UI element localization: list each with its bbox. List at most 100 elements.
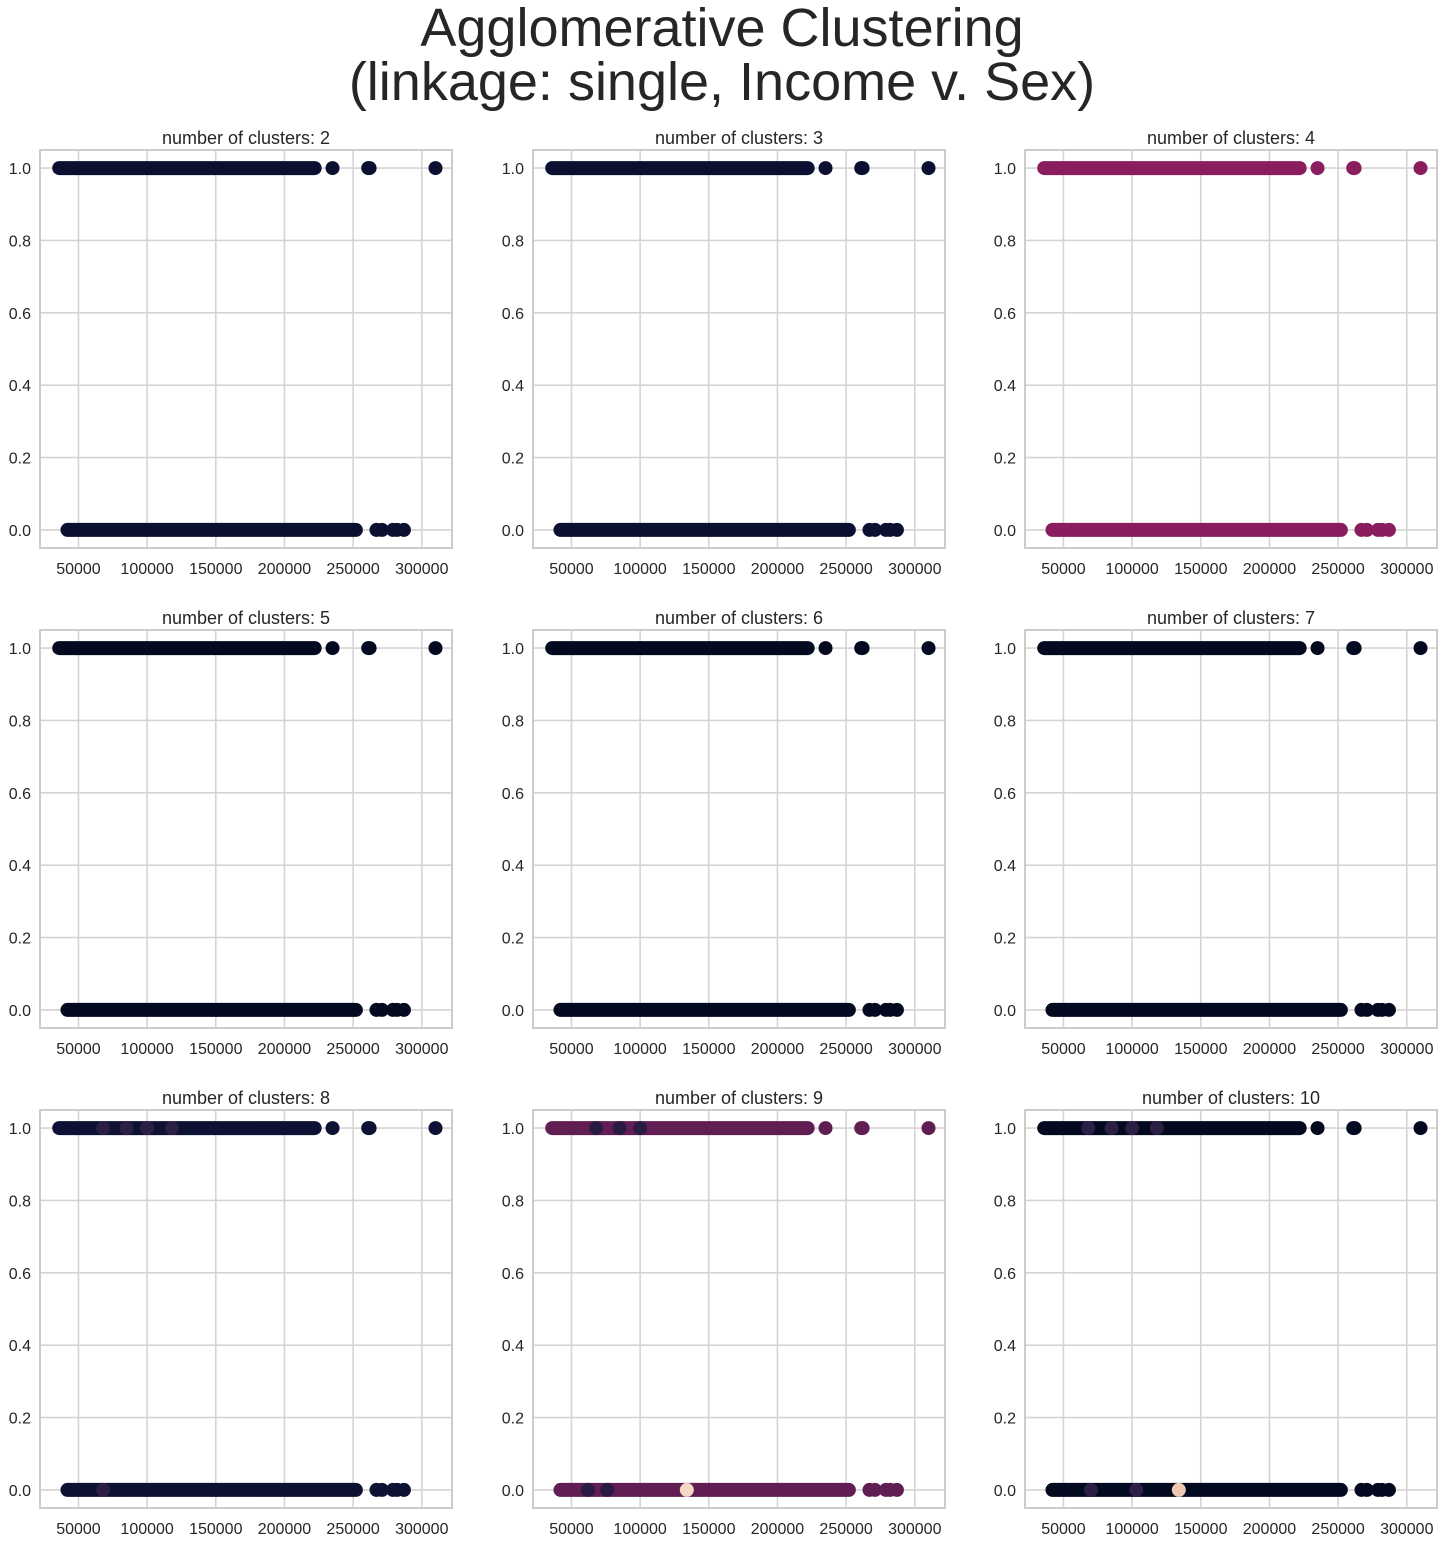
- data-point: [428, 161, 443, 176]
- x-tick-label: 150000: [189, 561, 242, 578]
- y-tick-label: 0.0: [9, 1483, 31, 1500]
- data-point: [1125, 1121, 1140, 1136]
- data-point: [580, 1482, 595, 1497]
- y-tick-label: 0.2: [9, 1411, 31, 1428]
- data-point: [1347, 641, 1362, 656]
- y-tick-label: 0.8: [994, 713, 1016, 730]
- y-tick-label: 1.0: [9, 641, 31, 658]
- x-tick-label: 300000: [1380, 1521, 1433, 1538]
- x-tick-label: 250000: [1311, 561, 1364, 578]
- data-point: [164, 1121, 179, 1136]
- subplot-4: number of clusters: 5 50000 100000 150000 20…: [9, 608, 453, 1058]
- x-tick-label: 50000: [549, 561, 594, 578]
- x-tick-label: 300000: [395, 1041, 448, 1058]
- x-tick-label: 300000: [888, 561, 941, 578]
- data-point: [1413, 161, 1428, 176]
- data-point: [855, 161, 870, 176]
- x-tick-label: 50000: [56, 1041, 101, 1058]
- x-tick-label: 100000: [1105, 1521, 1158, 1538]
- x-tick-label: 150000: [1174, 1041, 1227, 1058]
- x-tick-label: 150000: [189, 1041, 242, 1058]
- x-tick-label: 50000: [56, 561, 101, 578]
- x-tick-label: 300000: [888, 1521, 941, 1538]
- data-point: [855, 1121, 870, 1136]
- y-tick-label: 0.0: [994, 1483, 1016, 1500]
- data-point: [1381, 1002, 1396, 1017]
- data-point: [1310, 641, 1325, 656]
- data-point: [1104, 1121, 1119, 1136]
- data-point: [612, 1121, 627, 1136]
- x-tick-label: 50000: [1041, 561, 1086, 578]
- data-point: [1083, 1482, 1098, 1497]
- x-tick-label: 200000: [258, 561, 311, 578]
- axes-frame: [1024, 629, 1438, 1029]
- y-tick-label: 1.0: [502, 1121, 524, 1138]
- subplot-title: number of clusters: 8: [162, 1088, 330, 1108]
- data-point: [589, 1121, 604, 1136]
- axes-frame: [39, 1109, 453, 1509]
- data-point: [1171, 1482, 1186, 1497]
- data-point: [325, 1121, 340, 1136]
- data-point: [374, 1482, 389, 1497]
- x-tick-label: 200000: [258, 1041, 311, 1058]
- x-tick-label: 50000: [1041, 1521, 1086, 1538]
- axes-frame: [39, 629, 453, 1029]
- y-tick-label: 0.6: [502, 1266, 524, 1283]
- x-tick-label: 250000: [1311, 1521, 1364, 1538]
- data-point: [818, 1121, 833, 1136]
- y-tick-label: 1.0: [994, 161, 1016, 178]
- x-tick-label: 300000: [395, 561, 448, 578]
- x-tick-label: 150000: [682, 561, 735, 578]
- x-tick-label: 200000: [258, 1521, 311, 1538]
- y-tick-label: 1.0: [994, 1121, 1016, 1138]
- y-tick-label: 0.4: [502, 378, 524, 395]
- y-tick-label: 0.2: [9, 931, 31, 948]
- y-tick-label: 0.8: [994, 233, 1016, 250]
- x-tick-label: 100000: [120, 1041, 173, 1058]
- x-tick-label: 250000: [326, 1041, 379, 1058]
- axes-frame: [532, 1109, 946, 1509]
- data-point: [1129, 1482, 1144, 1497]
- subplot-title: number of clusters: 3: [655, 128, 823, 148]
- y-tick-label: 0.2: [994, 931, 1016, 948]
- y-tick-label: 0.8: [502, 233, 524, 250]
- subplot-title: number of clusters: 6: [655, 608, 823, 628]
- subplot-title: number of clusters: 2: [162, 128, 330, 148]
- figure-title-line-1: Agglomerative Clustering: [420, 0, 1024, 58]
- data-point: [921, 641, 936, 656]
- y-tick-label: 0.4: [502, 858, 524, 875]
- subplot-title: number of clusters: 4: [1147, 128, 1315, 148]
- data-point: [1381, 1482, 1396, 1497]
- x-tick-label: 100000: [1105, 561, 1158, 578]
- data-point: [396, 1482, 411, 1497]
- y-tick-label: 0.6: [994, 1266, 1016, 1283]
- y-tick-label: 1.0: [502, 641, 524, 658]
- data-point: [867, 522, 882, 537]
- data-point: [818, 161, 833, 176]
- data-point: [374, 1002, 389, 1017]
- x-tick-label: 200000: [1243, 1521, 1296, 1538]
- y-tick-label: 0.4: [502, 1338, 524, 1355]
- subplot-title: number of clusters: 5: [162, 608, 330, 628]
- x-tick-label: 100000: [1105, 1041, 1158, 1058]
- y-tick-label: 0.6: [994, 306, 1016, 323]
- y-tick-label: 1.0: [9, 1121, 31, 1138]
- x-tick-label: 50000: [1041, 1041, 1086, 1058]
- y-tick-label: 0.8: [502, 1193, 524, 1210]
- data-point: [362, 1121, 377, 1136]
- y-tick-label: 0.2: [502, 931, 524, 948]
- x-tick-label: 250000: [326, 561, 379, 578]
- y-tick-label: 0.2: [994, 451, 1016, 468]
- data-point: [818, 641, 833, 656]
- x-tick-label: 150000: [682, 1041, 735, 1058]
- x-tick-label: 100000: [120, 561, 173, 578]
- y-tick-label: 0.0: [9, 1003, 31, 1020]
- y-tick-label: 0.2: [502, 1411, 524, 1428]
- data-point: [140, 1121, 155, 1136]
